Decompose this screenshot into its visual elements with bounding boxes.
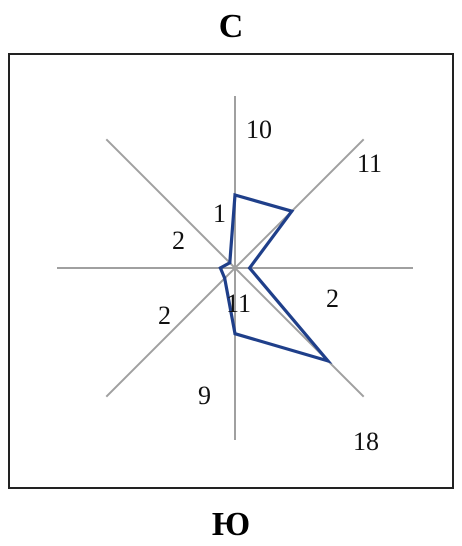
wind-point-N bbox=[233, 193, 237, 197]
value-label-S: 9 bbox=[198, 381, 211, 410]
wind-rose-frame bbox=[8, 53, 454, 489]
wind-point-NW bbox=[228, 261, 232, 265]
wind-point-S bbox=[233, 332, 237, 336]
south-label: Ю bbox=[211, 506, 251, 543]
wind-polygon bbox=[218, 192, 333, 364]
value-label-SE: 18 bbox=[353, 427, 379, 456]
wind-point-NE bbox=[290, 209, 294, 213]
value-label-N: 10 bbox=[246, 115, 272, 144]
center-value-label: 11 bbox=[226, 289, 251, 318]
value-label-NE: 11 bbox=[357, 149, 382, 178]
value-label-E: 2 bbox=[326, 284, 339, 313]
wind-point-SW bbox=[223, 276, 227, 280]
north-label: С bbox=[218, 8, 244, 45]
value-label-W: 2 bbox=[172, 226, 185, 255]
value-label-SW: 2 bbox=[158, 301, 171, 330]
wind-point-SE bbox=[326, 359, 330, 363]
wind-point-W bbox=[218, 266, 222, 270]
wind-point-E bbox=[248, 266, 252, 270]
value-label-NW: 1 bbox=[213, 199, 226, 228]
